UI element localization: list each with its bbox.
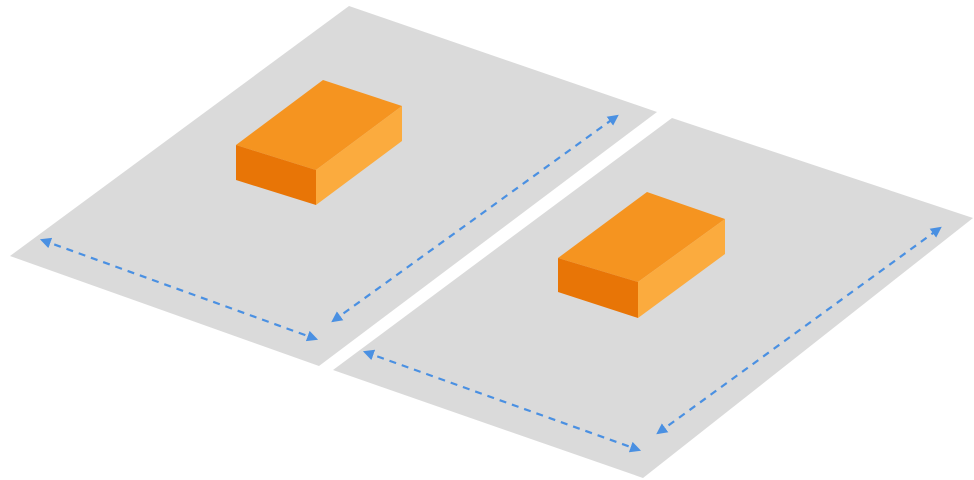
left-building-top	[236, 80, 402, 170]
left-plot	[10, 6, 657, 366]
left-plot-depth-arrow	[331, 114, 619, 323]
right-plot	[333, 118, 973, 478]
right-building-top	[558, 192, 725, 282]
left-plot-width-arrow	[39, 237, 319, 342]
right-plot-width-arrow	[362, 349, 642, 453]
right-building-front-left	[558, 258, 638, 318]
right-plot-depth-arrow	[656, 226, 942, 435]
left-building-front-left	[236, 145, 316, 205]
